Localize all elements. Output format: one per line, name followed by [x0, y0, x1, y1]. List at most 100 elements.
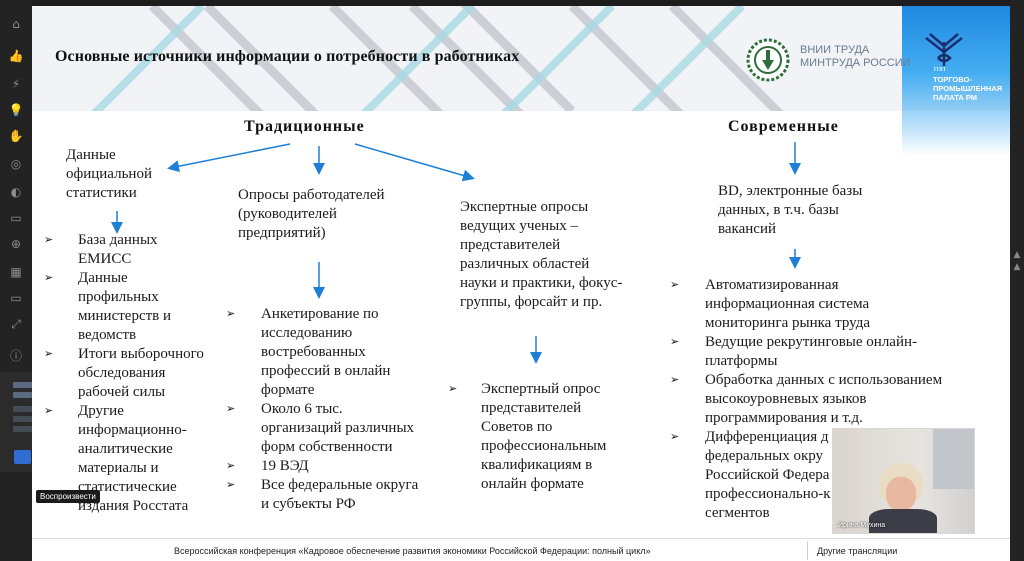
diagram-arrows [111, 142, 801, 364]
text-line: вакансий [718, 221, 777, 237]
text-line: и субъекты РФ [261, 496, 356, 512]
list-item: Автоматизированная информационная систем… [705, 276, 870, 333]
grid-icon[interactable]: ▦ [10, 265, 22, 279]
text-line: статистики [66, 185, 137, 201]
text-line: различных областей [460, 256, 590, 272]
text-line: Итоги выборочного [78, 346, 204, 362]
text-line: ЕМИСС [78, 251, 132, 267]
text-line: профессионально-к [705, 486, 831, 502]
other-streams-link[interactable]: Другие трансляции [817, 546, 898, 556]
like-icon[interactable]: 👍 [8, 49, 24, 63]
presentation-slide: Основные источники информации о потребно… [32, 6, 1010, 538]
monitor-icon[interactable]: ▭ [10, 291, 22, 305]
bullet-icon: ➢ [670, 373, 680, 386]
text-line: ведущих ученых – [460, 218, 578, 234]
bullet-icon: ➢ [670, 430, 680, 443]
slide-header: Основные источники информации о потребно… [32, 6, 1010, 111]
bullet-icon: ➢ [44, 404, 54, 417]
text-line: База данных [78, 232, 158, 248]
panel-action-button[interactable] [14, 450, 31, 464]
text-line: сегментов [705, 505, 770, 521]
slide-title: Основные источники информации о потребно… [55, 48, 520, 65]
text-line: обследования [78, 365, 166, 381]
arrow-to-expert-surveys [354, 143, 475, 182]
text-line: федеральных окру [705, 448, 824, 464]
speaker-webcam[interactable]: Ирина Мухина [832, 428, 975, 534]
text-line: формате [261, 382, 315, 398]
text-line: платформы [705, 353, 778, 369]
text-line: представителей [460, 237, 561, 253]
text-line: организаций различных [261, 420, 415, 436]
target-icon[interactable]: ◎ [10, 157, 22, 171]
text-line: рабочей силы [78, 384, 166, 400]
bullet-icon: ➢ [226, 307, 236, 320]
bullet-icon: ➢ [44, 271, 54, 284]
gamepad-icon[interactable]: ▭ [10, 211, 22, 225]
text-line: министерств и [78, 308, 172, 324]
info-icon[interactable]: ⓘ [9, 349, 22, 363]
list-item: Экспертный опрос представителей Советов … [481, 380, 606, 494]
chevron-up-icon[interactable]: ▲ [1013, 262, 1021, 272]
expand-icon[interactable]: ⤢ [11, 317, 21, 331]
bullet-icon: ➢ [226, 459, 236, 472]
tpp-logo-text: ТПП ТОРГОВО- ПРОМЫШЛЕННАЯ ПАЛАТА РМ [933, 66, 1002, 102]
text-line: форм собственности [261, 439, 393, 455]
bullet-icon: ➢ [44, 347, 54, 360]
home-icon[interactable]: ⌂ [12, 17, 20, 31]
text-line: Экспертный опрос [481, 381, 601, 397]
text-line: Данные [66, 147, 116, 163]
text-line: Около 6 тыс. [261, 401, 343, 417]
play-tooltip[interactable]: Воспроизвести [36, 490, 100, 503]
text-line: программирования и т.д. [705, 410, 863, 426]
bd-title: BD, электронные базы данных, в т.ч. базы… [718, 182, 862, 239]
text-line: востребованных [261, 344, 366, 360]
bolt-icon[interactable]: ⚡ [11, 77, 21, 91]
bullet-icon: ➢ [670, 335, 680, 348]
right-strip: ▲ ▲ [1010, 0, 1024, 561]
bottom-bar: Всероссийская конференция «Кадровое обес… [32, 538, 1010, 561]
text-line: Данные [78, 270, 128, 286]
list-item: Итоги выборочного обследования рабочей с… [78, 345, 204, 402]
tpp-emblem-icon [925, 33, 963, 66]
text-line: профессиональным [481, 438, 607, 454]
text-line: Дифференциация д [705, 429, 829, 445]
text-line: мониторинга рынка труда [705, 315, 870, 331]
blue-corner-decor [902, 6, 1010, 156]
lightbulb-icon[interactable]: 💡 [8, 103, 24, 117]
text-line: аналитические [78, 441, 173, 457]
list-item: Дифференциация д федеральных окру Россий… [705, 428, 831, 523]
tpp-line2: ПРОМЫШЛЕННАЯ [933, 84, 1003, 93]
text-line: Другие [78, 403, 124, 419]
hand-icon[interactable]: ✋ [8, 129, 24, 143]
vnii-emblem-icon [746, 38, 790, 82]
expert-surveys-title: Экспертные опросы ведущих ученых – предс… [460, 198, 622, 312]
statistics-title: Данные официальной статистики [66, 146, 152, 203]
speaker-face [886, 477, 916, 511]
list-item: Около 6 тыс. организаций различных форм … [261, 400, 414, 457]
text-line: профессий в онлайн [261, 363, 391, 379]
text-line: ведомств [78, 327, 137, 343]
text-line: данных, в т.ч. базы [718, 202, 839, 218]
bullet-icon: ➢ [226, 478, 236, 491]
speaker-body [869, 509, 937, 533]
webcam-shelf [933, 429, 974, 489]
conference-title: Всероссийская конференция «Кадровое обес… [174, 546, 651, 556]
list-item: Обработка данных с использованием высоко… [705, 371, 942, 428]
text-line: Автоматизированная [705, 277, 839, 293]
text-line: Анкетирование по [261, 306, 379, 322]
palette-icon[interactable]: ◐ [10, 185, 22, 199]
text-line: материалы и [78, 460, 159, 476]
text-line: предприятий) [238, 225, 326, 241]
globe-icon[interactable]: ⊕ [10, 237, 22, 251]
text-line: группы, форсайт и пр. [460, 294, 603, 310]
text-line: науки и практики, фокус- [460, 275, 623, 291]
text-line: Ведущие рекрутинговые онлайн- [705, 334, 918, 350]
text-line: Опросы работодателей [238, 187, 385, 203]
text-line: квалификациям в [481, 457, 593, 473]
list-item: Данные профильных министерств и ведомств [78, 269, 171, 345]
speaker-name: Ирина Мухина [838, 522, 886, 529]
chevron-up-icon[interactable]: ▲ [1013, 250, 1021, 260]
text-line: (руководителей [238, 206, 337, 222]
list-item: База данных ЕМИСС [78, 231, 158, 269]
arrow-to-statistics [167, 143, 291, 173]
